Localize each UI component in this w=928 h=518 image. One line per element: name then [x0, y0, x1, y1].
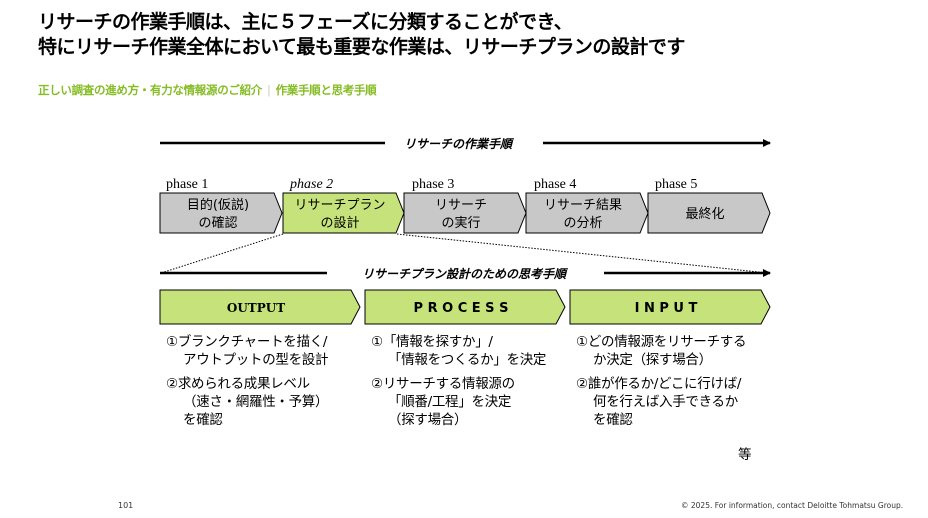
- step-label: OUTPUT: [227, 301, 285, 315]
- item-line: を確認: [593, 412, 633, 428]
- phase-1: phase 1 目的(仮説) の確認: [159, 177, 283, 234]
- phase-label: phase 2: [289, 177, 333, 192]
- phase-chevron: [403, 192, 527, 234]
- description-item: ②誰が作るか/どこに行けば/ 何を行えば入手できるか を確認: [576, 375, 776, 429]
- etc-note: 等: [738, 447, 752, 463]
- description-item: ①「情報を探すか」/ 「情報をつくるか」を決定: [371, 333, 571, 369]
- phase-text-line2: の設計: [320, 215, 359, 231]
- item-line: アウトプットの型を設計: [183, 352, 329, 368]
- item-line: 「情報を探すか」/: [382, 334, 493, 350]
- item-line: どの情報源をリサーチする: [587, 334, 747, 350]
- item-line: 誰が作るか/どこに行けば/: [587, 376, 742, 392]
- description-item: ①どの情報源をリサーチする か決定（探す場合）: [576, 333, 776, 369]
- item-number: ①: [576, 334, 588, 350]
- page-title: リサーチの作業手順は、主に５フェーズに分類することができ、 特にリサーチ作業全体…: [38, 10, 685, 60]
- item-line: を確認: [183, 412, 223, 428]
- output-description: ①ブランクチャートを描く/ アウトプットの型を設計 ②求められる成果レベル （速…: [166, 333, 361, 435]
- phase-chevron: [525, 192, 649, 234]
- step-output: OUTPUT: [159, 289, 361, 325]
- description-item: ①ブランクチャートを描く/ アウトプットの型を設計: [166, 333, 361, 369]
- item-line: ブランクチャートを描く/: [177, 334, 328, 350]
- phase-label: phase 1: [166, 177, 208, 192]
- subtitle-separator: |: [267, 83, 271, 97]
- phase-text-line1: リサーチプラン: [294, 198, 385, 213]
- item-line: か決定（探す場合）: [593, 352, 712, 368]
- page-number: 101: [118, 501, 134, 510]
- input-description: ①どの情報源をリサーチする か決定（探す場合） ②誰が作るか/どこに行けば/ 何…: [576, 333, 776, 435]
- phase-5: phase 5 最終化: [647, 177, 771, 234]
- phase-chevron: [282, 192, 405, 234]
- title-line-2: 特にリサーチ作業全体において最も重要な作業は、リサーチプランの設計です: [38, 36, 685, 58]
- item-line: 「順番/工程」を決定: [388, 394, 512, 410]
- phase-chevron: [159, 192, 283, 234]
- thinking-flow-label: リサーチプラン設計のための思考手順: [362, 267, 569, 281]
- step-process: P R O C E S S: [364, 289, 566, 325]
- item-number: ①: [371, 334, 383, 350]
- phase-label: phase 5: [655, 177, 697, 192]
- research-flow-label: リサーチの作業手順: [404, 137, 515, 151]
- step-chevron: [159, 289, 361, 325]
- phase-text-line1: 最終化: [685, 206, 724, 222]
- phase-text-line1: リサーチ: [435, 198, 487, 213]
- item-number: ②: [371, 376, 383, 392]
- item-number: ②: [576, 376, 588, 392]
- step-chevron: [364, 289, 566, 325]
- description-item: ②リサーチする情報源の 「順番/工程」を決定 （探す場合）: [371, 375, 571, 429]
- section-subtitle: 正しい調査の進め方・有力な情報源のご紹介 | 作業手順と思考手順: [38, 82, 377, 98]
- phase-text-line1: リサーチ結果: [544, 198, 622, 213]
- step-label: P R O C E S S: [414, 301, 509, 316]
- zoom-line-left: [160, 233, 284, 274]
- subtitle-right: 作業手順と思考手順: [275, 83, 377, 97]
- title-line-1: リサーチの作業手順は、主に５フェーズに分類することができ、: [38, 11, 573, 33]
- zoom-line-right: [396, 233, 769, 274]
- phase-3: phase 3 リサーチ の実行: [403, 177, 527, 234]
- item-line: リサーチする情報源の: [382, 376, 515, 392]
- step-chevron: [569, 289, 771, 325]
- phase-text-line1: 目的(仮説): [187, 197, 249, 213]
- phase-2: phase 2 リサーチプラン の設計: [282, 177, 405, 234]
- phase-label: phase 3: [412, 177, 454, 192]
- phase-label: phase 4: [534, 177, 576, 192]
- item-line: 求められる成果レベル: [177, 376, 310, 392]
- phase-text-line2: の分析: [563, 216, 602, 231]
- phase-chevron: [647, 192, 771, 234]
- phase-4: phase 4 リサーチ結果 の分析: [525, 177, 649, 234]
- item-line: 「情報をつくるか」を決定: [388, 352, 547, 368]
- item-line: 何を行えば入手できるか: [593, 394, 738, 410]
- item-number: ②: [166, 376, 178, 392]
- phase-text-line2: の実行: [441, 215, 480, 231]
- description-item: ②求められる成果レベル （速さ・網羅性・予算） を確認: [166, 375, 361, 429]
- phase-text-line2: の確認: [198, 215, 237, 231]
- item-line: （探す場合）: [388, 412, 468, 428]
- step-label: I N P U T: [635, 301, 698, 316]
- process-description: ①「情報を探すか」/ 「情報をつくるか」を決定 ②リサーチする情報源の 「順番/…: [371, 333, 571, 435]
- item-number: ①: [166, 334, 178, 350]
- item-line: （速さ・網羅性・予算）: [183, 394, 329, 410]
- copyright: © 2025. For information, contact Deloitt…: [681, 501, 904, 510]
- subtitle-left: 正しい調査の進め方・有力な情報源のご紹介: [38, 83, 262, 97]
- step-input: I N P U T: [569, 289, 771, 325]
